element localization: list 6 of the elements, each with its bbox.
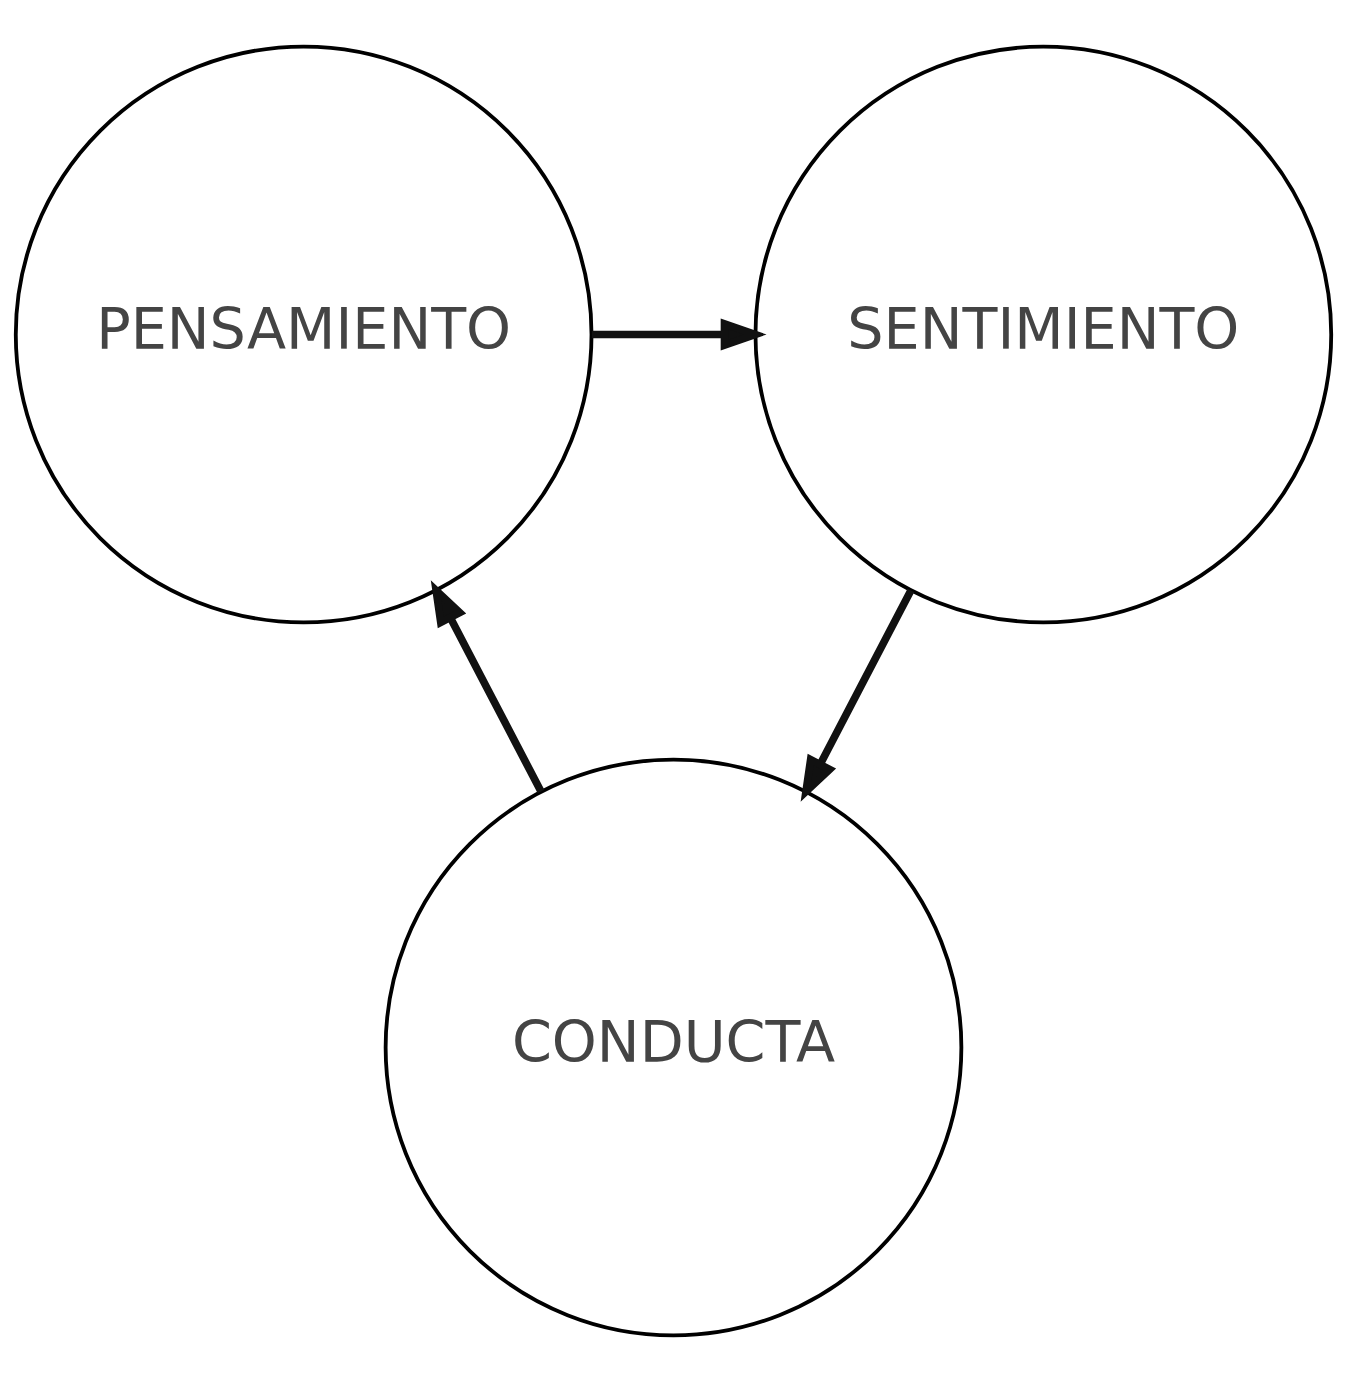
arrow: [800, 588, 915, 802]
arrow: [430, 580, 545, 794]
node-circle: SENTIMIENTO: [753, 44, 1334, 625]
node-circle: PENSAMIENTO: [13, 44, 594, 625]
node-circle: CONDUCTA: [383, 757, 964, 1338]
arrow: [591, 318, 767, 351]
